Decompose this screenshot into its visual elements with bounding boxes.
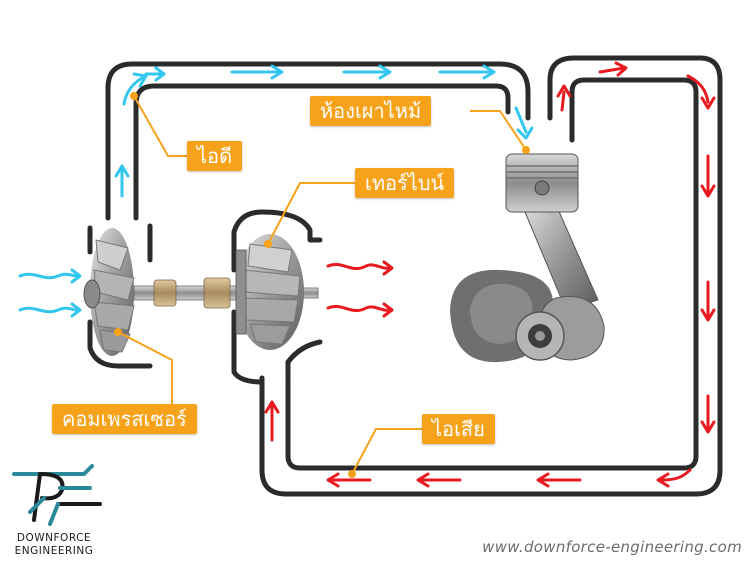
logo-wordmark-line2: ENGINEERING — [14, 545, 94, 557]
combustion-chamber-label: ห้องเผาไหม้ — [310, 96, 432, 126]
turbine-housing — [231, 209, 323, 385]
piston-crank — [450, 153, 605, 363]
turbo-shaft — [133, 277, 319, 309]
label-leader-lines — [114, 92, 530, 478]
turbine-label: เทอร์ไบน์ — [355, 168, 455, 198]
turbine-wheel — [235, 234, 304, 350]
compressor-label: คอมเพรสเซอร์ — [52, 404, 197, 434]
intake-pipe — [105, 61, 531, 221]
logo-wordmark-line1: DOWNFORCE — [16, 532, 92, 544]
exhaust-flow-arrows — [264, 61, 716, 488]
intake-label: ไอดี — [187, 141, 243, 171]
exhaust-pipe — [259, 55, 723, 497]
exhaust-label: ไอเสีย — [422, 414, 495, 444]
compressor-housing — [87, 223, 153, 369]
downforce-logo-mark — [12, 464, 102, 526]
intake-flow-arrows — [18, 64, 534, 318]
compressor-wheel — [83, 228, 135, 356]
website-watermark: www.downforce-engineering.com — [482, 538, 742, 556]
